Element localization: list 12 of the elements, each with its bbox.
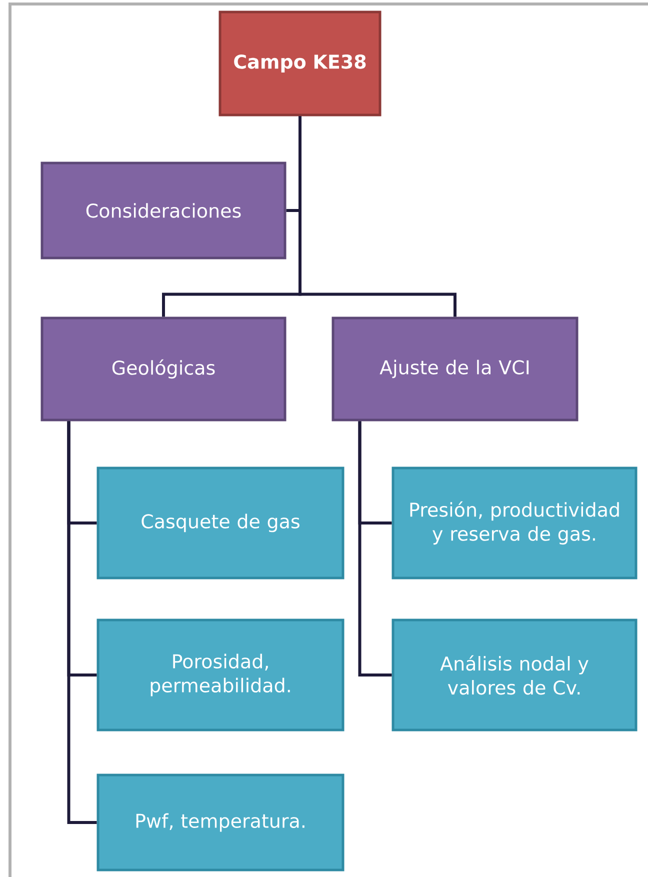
category-box: Presión, productividad y reserva de gas. [392,466,638,580]
connector-line [298,116,456,317]
category-box: Consideraciones [40,162,286,260]
category-box: Casquete de gas [96,466,344,580]
category-box: Ajuste de la VCI [332,316,578,422]
category-box: Análisis nodal y valores de Cv. [392,618,638,732]
title-box: Campo KE38 [218,10,382,116]
connector-line [67,421,97,824]
category-box: Geológicas [40,316,286,422]
category-box: Porosidad, permeabilidad. [96,618,344,732]
connector-line [358,421,392,676]
category-box: Pwf, temperatura. [96,774,344,872]
